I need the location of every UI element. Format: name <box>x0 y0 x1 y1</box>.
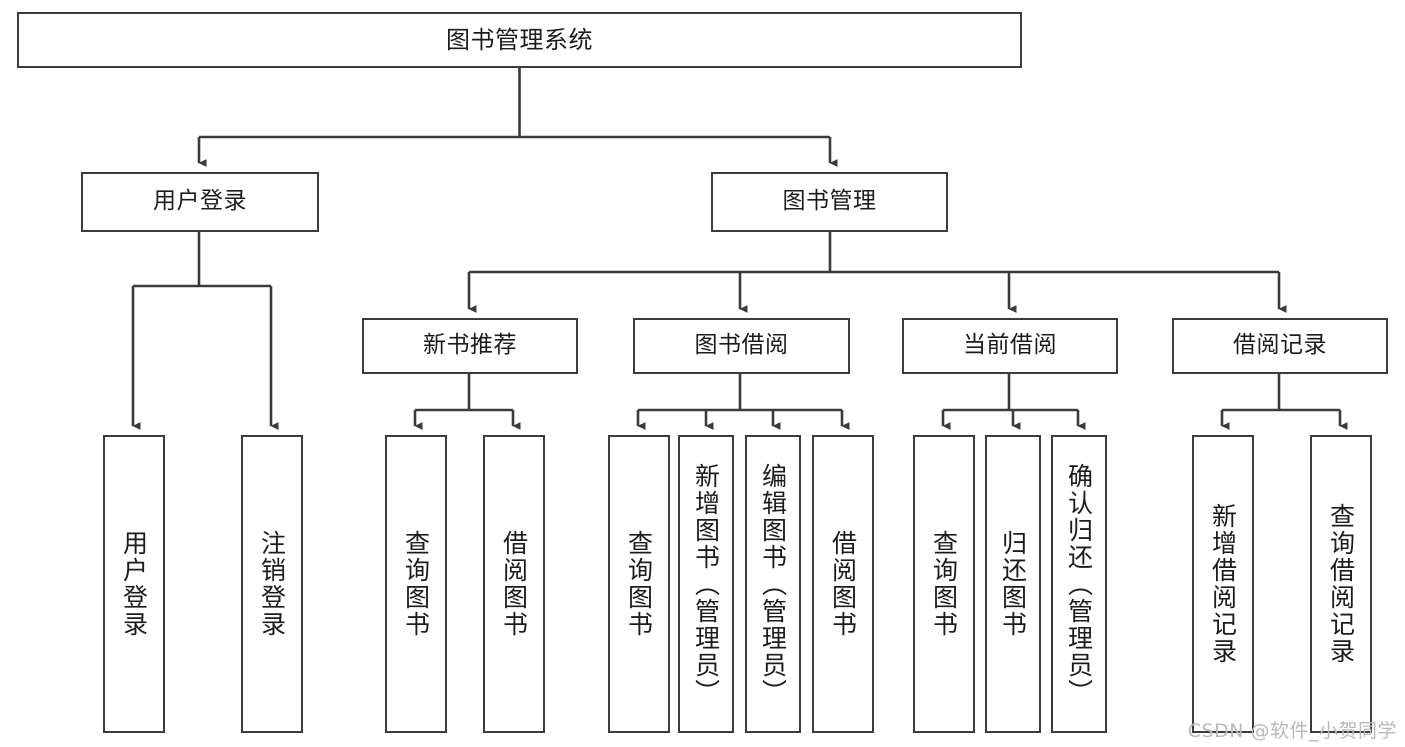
node-label: 归还图书 <box>998 530 1028 638</box>
node-label: 用户登录 <box>153 188 247 215</box>
node-label: 新增图书（管理员） <box>691 462 721 706</box>
node-label: 新书推荐 <box>423 332 517 359</box>
leaf-borrow-book[interactable]: 借阅图书 <box>812 435 874 733</box>
leaf-user-login[interactable]: 用户登录 <box>103 435 165 733</box>
node-book-borrow[interactable]: 图书借阅 <box>633 318 850 374</box>
leaf-query-book-recommend[interactable]: 查询图书 <box>385 435 447 733</box>
node-book-manage[interactable]: 图书管理 <box>711 172 948 232</box>
node-label: 查询图书 <box>624 530 654 638</box>
node-label: 图书管理 <box>782 188 877 215</box>
node-label: 查询图书 <box>929 530 959 638</box>
node-label: 借阅图书 <box>828 530 858 638</box>
leaf-return-book[interactable]: 归还图书 <box>985 435 1041 733</box>
watermark-text: CSDN @软件_小贺同学 <box>1187 720 1397 742</box>
node-current-borrow[interactable]: 当前借阅 <box>902 318 1118 374</box>
leaf-add-book-admin[interactable]: 新增图书（管理员） <box>678 435 734 733</box>
node-label: 编辑图书（管理员） <box>758 462 788 706</box>
node-borrow-record[interactable]: 借阅记录 <box>1172 318 1388 374</box>
node-label: 当前借阅 <box>963 332 1057 359</box>
node-new-book-recommend[interactable]: 新书推荐 <box>362 318 578 374</box>
leaf-confirm-return-admin[interactable]: 确认归还（管理员） <box>1051 435 1107 733</box>
node-label: 新增借阅记录 <box>1208 503 1238 665</box>
node-label: 查询图书 <box>401 530 431 638</box>
node-user-login[interactable]: 用户登录 <box>81 172 319 232</box>
node-root-system[interactable]: 图书管理系统 <box>17 12 1022 68</box>
node-label: 注销登录 <box>257 530 287 638</box>
leaf-edit-book-admin[interactable]: 编辑图书（管理员） <box>745 435 801 733</box>
leaf-borrow-book-recommend[interactable]: 借阅图书 <box>483 435 545 733</box>
node-label: 确认归还（管理员） <box>1064 462 1094 706</box>
leaf-query-borrow-record[interactable]: 查询借阅记录 <box>1310 435 1372 733</box>
leaf-user-logout[interactable]: 注销登录 <box>241 435 303 733</box>
node-label: 图书借阅 <box>694 332 789 359</box>
leaf-add-borrow-record[interactable]: 新增借阅记录 <box>1192 435 1254 733</box>
node-label: 借阅记录 <box>1233 332 1327 359</box>
node-label: 图书管理系统 <box>446 25 593 54</box>
node-label: 查询借阅记录 <box>1326 503 1356 665</box>
leaf-query-book-current[interactable]: 查询图书 <box>913 435 975 733</box>
node-label: 用户登录 <box>119 530 149 638</box>
node-label: 借阅图书 <box>499 530 529 638</box>
leaf-query-book-borrow[interactable]: 查询图书 <box>608 435 670 733</box>
